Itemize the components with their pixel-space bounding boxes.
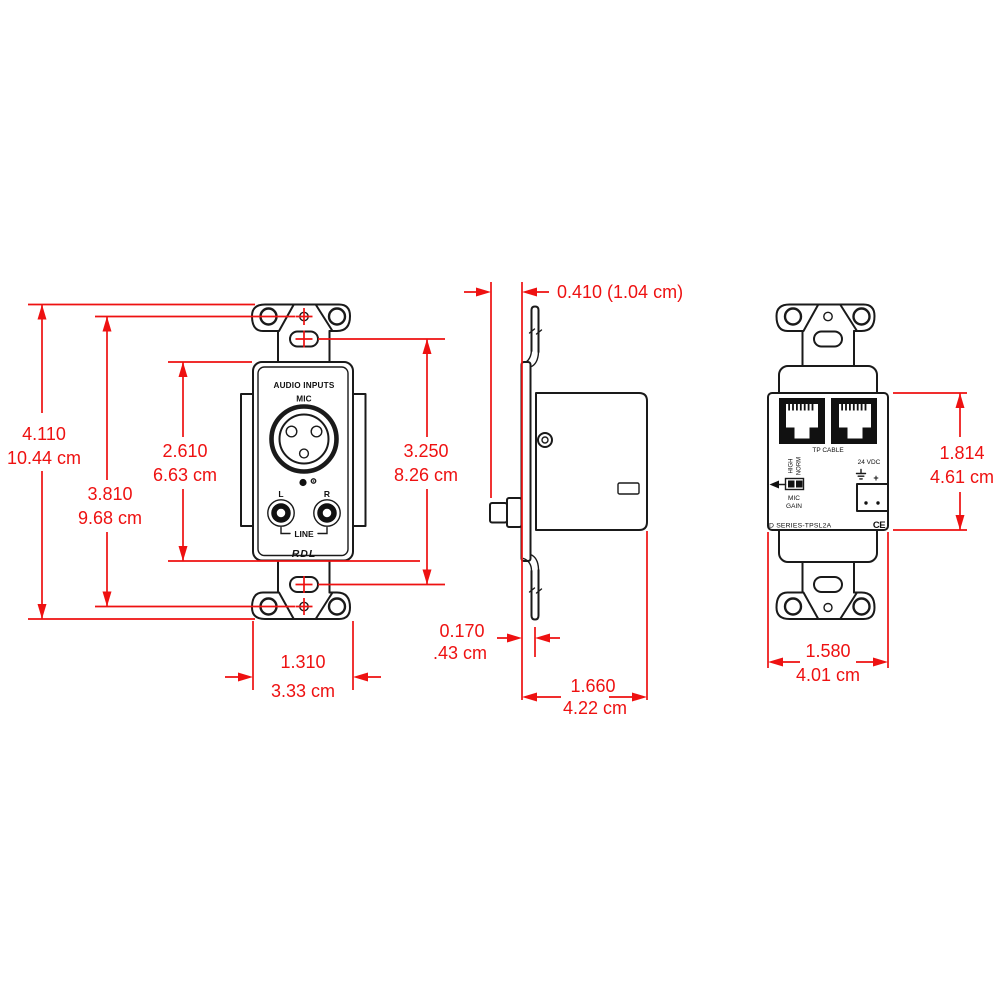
dim-slot-spacing-cm: 8.26 cm <box>394 465 458 485</box>
led-symbol-icon <box>310 478 317 484</box>
rj45-jack-right <box>831 398 877 444</box>
plus-label: + <box>873 473 878 483</box>
screw-head <box>537 432 553 448</box>
dim-box-width: 1.580 4.01 cm <box>767 532 889 685</box>
side-wing-left <box>240 393 254 527</box>
line-bracket: LINE <box>280 526 328 539</box>
dim-protrusion-label: 0.410 (1.04 cm) <box>557 282 683 302</box>
xlr-pin-1 <box>310 425 323 438</box>
dim-mount-depth-in: 1.660 <box>570 676 615 696</box>
line-label: LINE <box>294 529 314 539</box>
side-enclosure-box <box>535 392 648 531</box>
dim-insert-height: 2.610 6.63 cm <box>153 361 420 562</box>
mount-hole-top-right <box>327 307 347 326</box>
xlr-connector <box>269 404 339 474</box>
gain-switch: HIGH NORM MIC GAIN <box>769 457 805 510</box>
dim-mount-hole-spacing: 3.810 9.68 cm <box>78 315 295 608</box>
dim-plate-thickness: 0.170 .43 cm <box>433 621 560 663</box>
dim-insert-height-cm: 6.63 cm <box>153 465 217 485</box>
dim-overall-height-cm: 10.44 cm <box>7 448 81 468</box>
dim-overall-height: 4.110 10.44 cm <box>7 303 255 620</box>
dim-plate-thickness-cm: .43 cm <box>433 643 487 663</box>
side-strap-top <box>522 305 543 368</box>
mic-label: MIC <box>296 395 312 404</box>
rca-jack-left <box>267 499 295 527</box>
dim-slot-spacing: 3.250 8.26 cm <box>318 338 458 586</box>
dim-mount-hole-spacing-in: 3.810 <box>87 484 132 504</box>
xlr-pin-3 <box>298 448 310 459</box>
mic-gain-label-1: MIC <box>788 495 800 502</box>
dim-box-width-in: 1.580 <box>805 641 850 661</box>
dim-box-height: 1.814 4.61 cm <box>893 392 994 531</box>
side-wing-right <box>352 393 367 527</box>
dim-plate-width-in: 1.310 <box>280 652 325 672</box>
high-label: HIGH <box>789 459 795 474</box>
back-mounting-bracket-top <box>775 303 876 369</box>
ce-mark: CE <box>873 520 885 531</box>
right-channel-label: R <box>324 489 330 499</box>
model-label: D SERIES-TPSL2A <box>769 523 832 530</box>
front-mounting-bracket-top <box>251 303 351 365</box>
rj45-pins-right <box>841 403 867 411</box>
registration-crosses <box>295 308 313 615</box>
rca-jack-right <box>313 499 341 527</box>
rj45-jack-left <box>779 398 825 444</box>
rj45-pins-left <box>788 403 814 411</box>
dim-plate-width-cm: 3.33 cm <box>271 681 335 701</box>
dim-box-height-cm: 4.61 cm <box>930 467 994 487</box>
front-mounting-bracket-bottom <box>251 559 351 620</box>
back-view: TP CABLE HIGH NORM MIC GAIN 24 VDC + D S… <box>767 303 889 620</box>
break-mark-bottom <box>528 587 543 594</box>
led-indicator <box>299 478 317 487</box>
switch-arrow-icon <box>769 480 779 489</box>
dim-mount-hole-spacing-cm: 9.68 cm <box>78 508 142 528</box>
audio-inputs-label: AUDIO INPUTS <box>273 381 334 390</box>
dim-protrusion: 0.410 (1.04 cm) <box>464 282 683 700</box>
mount-hole-bottom-right <box>327 597 347 616</box>
dim-overall-height-in: 4.110 <box>22 424 66 444</box>
dim-box-width-cm: 4.01 cm <box>796 665 860 685</box>
terminal-block: 24 VDC + <box>855 459 889 512</box>
dim-slot-spacing-in: 3.250 <box>403 441 448 461</box>
dimension-annotations: 4.110 10.44 cm 3.810 9.68 cm 2.610 6.63 … <box>7 282 994 718</box>
xlr-pin-2 <box>285 425 298 438</box>
rca-side-knob <box>489 497 523 528</box>
tp-cable-label: TP CABLE <box>812 447 844 454</box>
power-label: 24 VDC <box>858 459 881 466</box>
left-channel-label: L <box>278 489 283 499</box>
brand-logo: RDL <box>292 548 317 560</box>
side-view <box>489 305 648 621</box>
ground-symbol-icon <box>855 468 867 480</box>
break-mark-top <box>528 328 543 335</box>
front-view: AUDIO INPUTS MIC L R <box>240 303 367 620</box>
dim-mount-depth: 1.660 4.22 cm <box>522 531 648 718</box>
dim-mount-depth-cm: 4.22 cm <box>563 698 627 718</box>
mic-gain-label-2: GAIN <box>786 503 802 510</box>
norm-label: NORM <box>797 457 803 475</box>
side-label-rect <box>617 482 640 495</box>
dim-plate-width: 1.310 3.33 cm <box>225 621 381 701</box>
side-strap-bottom <box>522 553 543 621</box>
dim-box-height-in: 1.814 <box>939 443 984 463</box>
back-mounting-bracket-bottom <box>775 561 876 620</box>
dim-plate-thickness-in: 0.170 <box>439 621 484 641</box>
dim-insert-height-in: 2.610 <box>162 441 207 461</box>
